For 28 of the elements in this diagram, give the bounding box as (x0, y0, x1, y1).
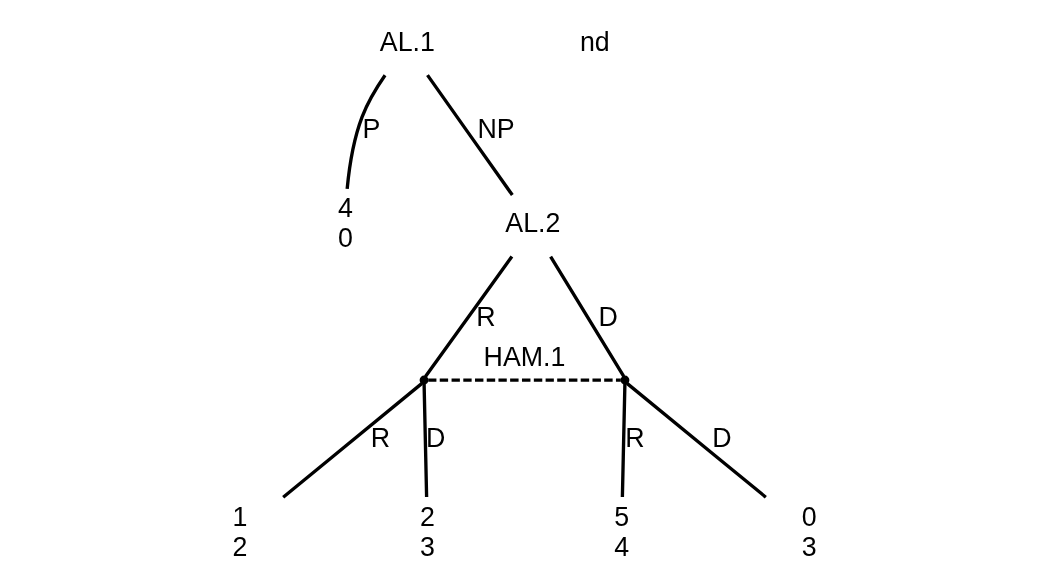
connector (625, 382, 767, 499)
edge-label: NP (477, 114, 515, 145)
connector (549, 255, 626, 378)
node-text: AL.1 (379, 27, 435, 58)
edge-label: R (625, 422, 645, 453)
node-point (419, 375, 429, 385)
edge-label: D (426, 422, 446, 453)
connector (620, 383, 627, 498)
node-text: 5 4 (614, 501, 630, 562)
edge-label: P (362, 114, 381, 145)
edge-label: D (712, 422, 732, 453)
connector (422, 383, 429, 498)
edge-label: HAM.1 (483, 342, 566, 373)
connector (282, 382, 424, 499)
node-text: AL.2 (505, 208, 561, 239)
label: nd (579, 27, 610, 58)
connector (428, 378, 621, 382)
connector (424, 255, 514, 378)
node-text: 0 3 (801, 501, 817, 562)
edge-label: D (598, 301, 618, 332)
edge-label: R (370, 422, 391, 453)
node-point (620, 375, 630, 385)
connector (426, 74, 514, 197)
node-text: 2 3 (419, 501, 435, 562)
node-text: 1 2 (232, 501, 248, 562)
node-text: 4 0 (337, 193, 353, 254)
edge-label: R (476, 301, 496, 332)
connector (345, 74, 387, 190)
